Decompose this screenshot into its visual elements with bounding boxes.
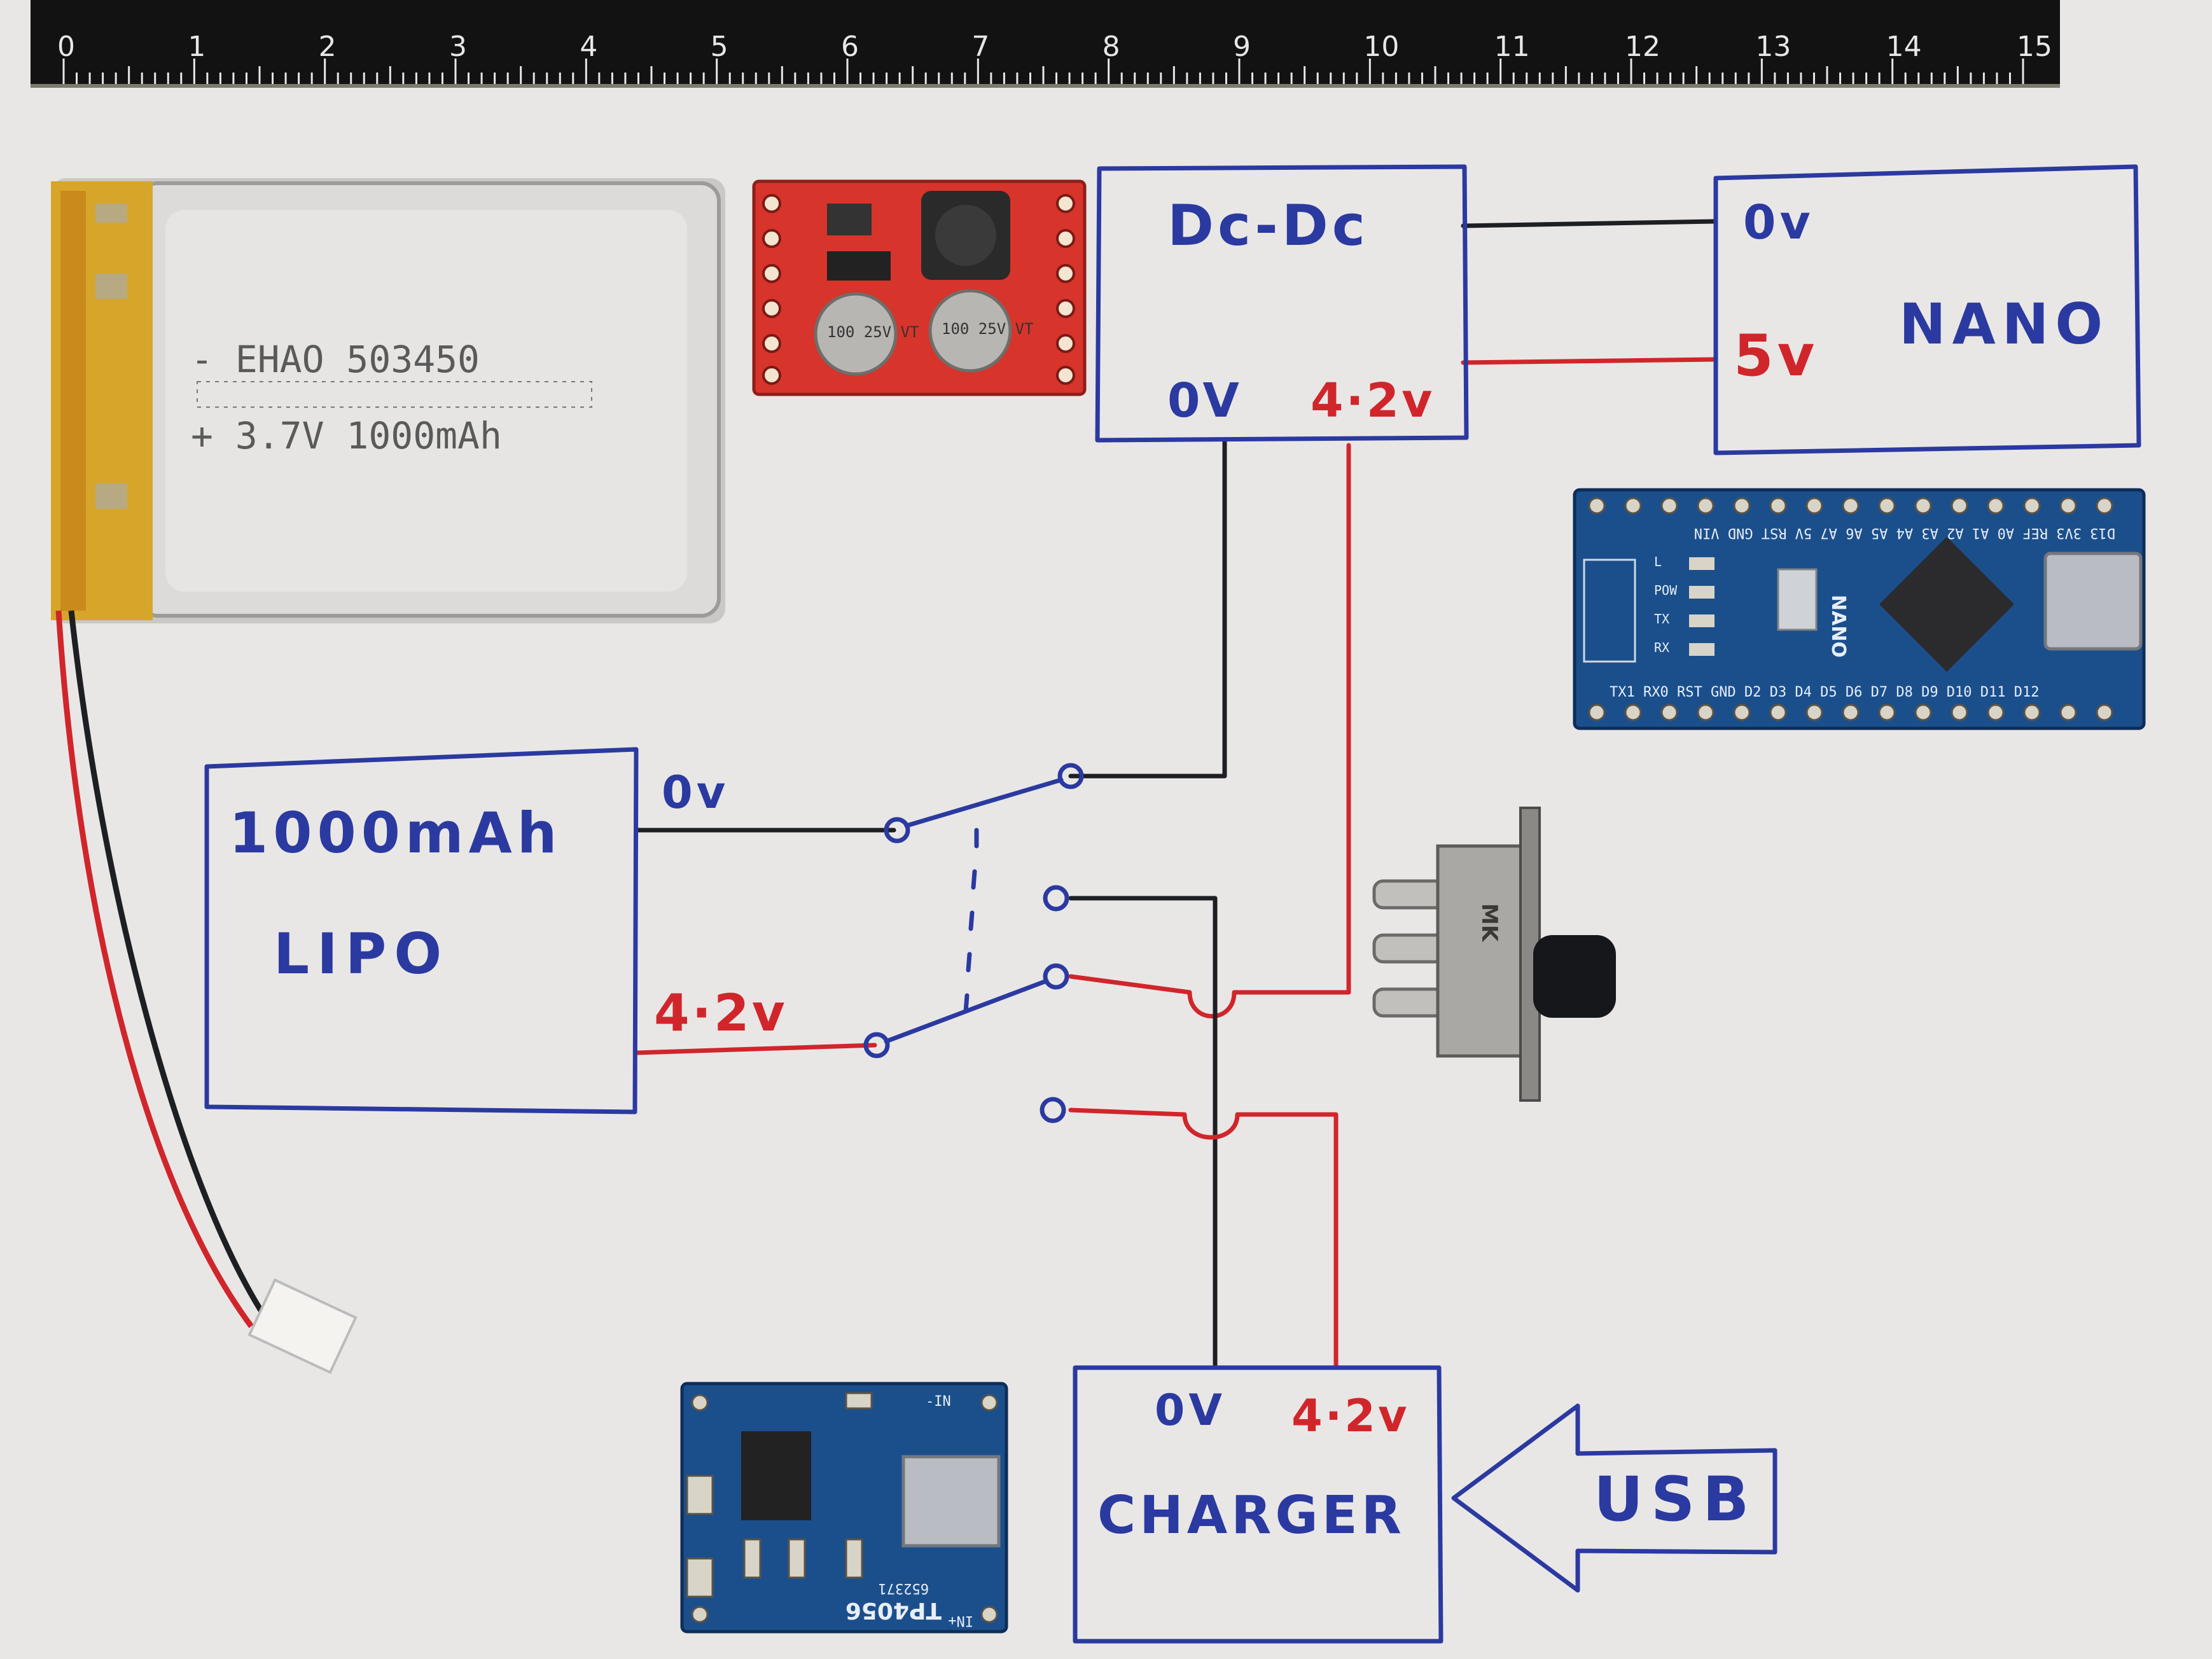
dcdc-zero-label: 0V [1167,373,1242,428]
switch-mark-label: MK [1477,903,1502,943]
nano-led-label: TX [1654,611,1669,627]
lipo-box [204,747,639,1114]
nano-zero-label: 0v [1743,195,1814,250]
nano-led-labels: L POW TX RX [1654,554,1715,656]
ruler-number: 4 [580,31,597,63]
nano-pin-hole [1769,497,1787,515]
charger-in-minus-label: -IN [926,1394,951,1410]
wires [634,219,1718,1370]
nano-pin-hole [1733,704,1751,721]
nano-pin-hole [1697,497,1715,515]
nano-title: NANO [1899,291,2109,357]
nano-pin-hole [1914,704,1932,721]
charger-title: CHARGER [1097,1485,1405,1546]
nano-pin-hole [2096,704,2113,721]
nano-box [1713,164,2141,455]
ruler-number: 8 [1103,31,1120,63]
battery-label-line2: + 3.7V 1000mAh [191,414,502,457]
nano-bottom-pin-labels: TX1 RX0 RST GND D2 D3 D4 D5 D6 D7 D8 D9 … [1610,684,2040,700]
nano-pin-hole [2023,704,2041,721]
charger-code-label: 652371 [879,1580,929,1596]
ruler-number: 7 [971,31,989,63]
ruler-number: 15 [2017,31,2052,63]
boxes [204,164,2141,1644]
lipo-name-label: LIPO [274,921,449,987]
nano-pin-hole [1660,497,1678,515]
ruler-number: 11 [1494,31,1530,63]
nano-pin-hole [1769,704,1787,721]
usb-arrow [1451,1403,1777,1593]
cap1-label: 100 25V VT [827,323,919,341]
nano-led [1689,586,1715,599]
usb-label: USB [1594,1464,1756,1535]
arduino-nano-board-photo: D13 3V3 REF A0 A1 A2 A3 A4 A5 A6 A7 5V R… [1573,488,2146,730]
ruler-number: 9 [1233,31,1251,63]
lipo-battery-photo: - EHAO 503450 + 3.7V 1000mAh [51,178,725,1375]
lipo-capacity-label: 1000mAh [229,800,562,866]
nano-led [1689,643,1715,656]
nano-pin-hole [1878,704,1896,721]
nano-pin-hole [1805,497,1823,515]
charger-in-plus-label: IN+ [948,1613,973,1628]
nano-pin-hole [1624,704,1642,721]
cap2-label: 100 25V VT [942,320,1034,338]
nano-board-name: NANO [1827,595,1849,658]
nano-pin-hole [1697,704,1715,721]
nano-led-label: L [1654,554,1662,569]
charger-pos-label: 4·2v [1291,1390,1410,1442]
nano-led-label: RX [1654,640,1669,655]
nano-pos-label: 5v [1734,323,1818,389]
nano-top-pin-labels: D13 3V3 REF A0 A1 A2 A3 A4 A5 A6 A7 5V R… [1694,525,2115,541]
ruler-number: 1 [188,31,205,63]
ruler-number: 3 [449,31,467,63]
ruler-ticks [62,59,2024,84]
ruler-number: 2 [319,31,337,63]
slide-switch-photo: MK [1372,807,1616,1102]
nano-pin-hole [2059,497,2077,515]
labels: Dc-Dc 0V 4·2v NANO 0v 5v 1000mAh LIPO 0v… [229,193,2109,1546]
nano-pin-hole [1878,497,1896,515]
ruler-number: 14 [1886,31,1922,63]
boost-converter-board-photo: 100 25V VT 100 25V VT [752,179,1087,396]
ruler-number: 13 [1755,31,1791,63]
nano-pin-hole [1660,704,1678,721]
nano-pin-hole [2023,497,2041,515]
ruler-number: 0 [57,31,75,63]
nano-pin-hole [1842,497,1860,515]
nano-pin-hole [1987,497,2005,515]
nano-pin-hole [1805,704,1823,721]
lipo-pos-label: 4·2v [654,983,788,1043]
nano-pin-hole [1914,497,1932,515]
nano-pin-hole [1588,497,1606,515]
nano-pin-hole [2059,704,2077,721]
switch-symbol [863,763,1084,1123]
ruler-number: 5 [711,31,728,63]
nano-led [1689,557,1715,570]
ruler-number: 12 [1625,31,1660,63]
nano-pin-hole [1842,704,1860,721]
dcdc-pos-label: 4·2v [1311,373,1435,428]
charger-chip-label: TP4056 [845,1597,942,1623]
nano-pin-hole [1987,704,2005,721]
battery-label-line1: - EHAO 503450 [191,338,480,381]
nano-led [1689,614,1715,627]
nano-led-label: POW [1654,583,1678,598]
ruler-number: 10 [1363,31,1399,63]
dcdc-title: Dc-Dc [1167,193,1369,258]
tp4056-charger-board-photo: TP4056 652371 -IN IN+ [680,1382,1008,1634]
nano-pin-hole [1951,497,1968,515]
lipo-zero-label: 0v [662,767,729,819]
nano-pin-hole [1624,497,1642,515]
nano-pin-hole [1588,704,1606,721]
charger-box [1073,1365,1443,1644]
charger-zero-label: 0V [1155,1385,1226,1436]
nano-pin-hole [1951,704,1968,721]
nano-pin-hole [1733,497,1751,515]
dcdc-box [1095,164,1469,443]
ruler-number: 6 [841,31,859,63]
nano-pin-hole [2096,497,2113,515]
